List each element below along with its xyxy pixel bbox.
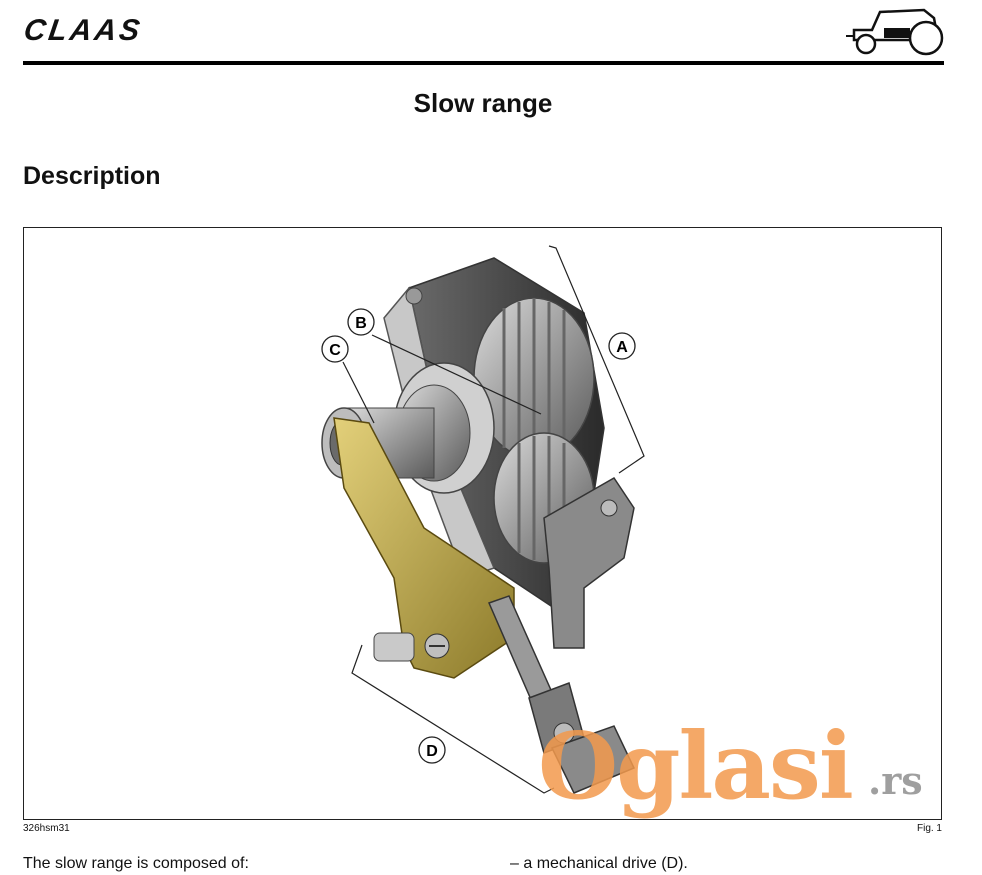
gearbox-illustration: A B C D — [321, 245, 645, 794]
figure-code: 326hsm31 — [23, 823, 70, 834]
leader-line-b — [371, 334, 542, 415]
figure-frame: A B C D — [23, 227, 942, 820]
watermark-main: Oglasi — [538, 712, 854, 820]
callout-a: A — [608, 332, 636, 360]
callout-b: B — [347, 308, 375, 336]
header-rule — [23, 61, 944, 65]
leader-line-c — [342, 361, 375, 424]
callout-d: D — [418, 736, 446, 764]
watermark: Oglasi .rs — [538, 712, 938, 832]
body-text-right: – a mechanical drive (D). — [510, 855, 688, 872]
bracket-line-d — [351, 644, 555, 794]
callout-c: C — [321, 335, 349, 363]
callout-d-label: D — [426, 743, 438, 760]
body-text-left: The slow range is composed of: — [23, 855, 249, 872]
callout-b-label: B — [355, 315, 367, 332]
section-heading: Description — [23, 162, 161, 190]
watermark-suffix: .rs — [868, 758, 923, 803]
mount-bracket — [543, 477, 635, 649]
claas-logo: CLAAS — [21, 14, 145, 47]
bracket-line-a — [548, 245, 645, 474]
callout-c-label: C — [329, 342, 341, 359]
figure-number: Fig. 1 — [916, 823, 942, 834]
tractor-icon — [846, 8, 944, 56]
gold-yoke — [333, 417, 515, 679]
callout-a-label: A — [616, 339, 628, 356]
page-title: Slow range — [413, 88, 553, 118]
